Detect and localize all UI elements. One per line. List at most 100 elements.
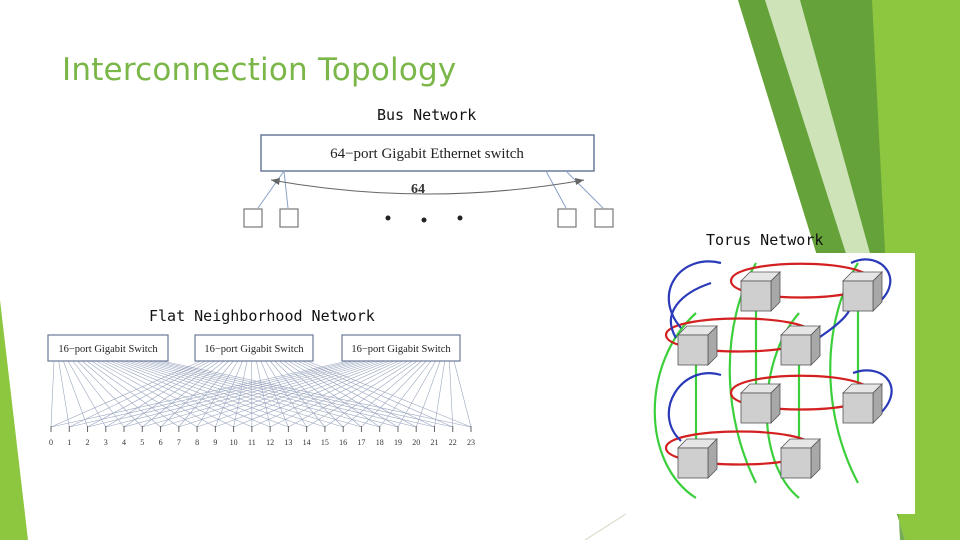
fnn-link [143, 360, 399, 428]
fnn-link [196, 360, 239, 428]
fnn-switch-label: 16−port Gigabit Switch [351, 344, 451, 355]
torus-node-cube [677, 325, 718, 366]
torus-caption: Torus Network [706, 231, 824, 249]
fnn-node-label: 1 [67, 438, 71, 447]
fnn-link [69, 360, 206, 428]
fnn-link [196, 360, 385, 428]
fnn-node-label: 21 [430, 438, 438, 447]
fnn-node-label: 10 [230, 438, 238, 447]
ellipsis-dot [385, 215, 391, 221]
fnn-node-label: 15 [321, 438, 329, 447]
torus-z-link [653, 312, 697, 499]
torus-y-link [667, 260, 722, 329]
fnn-node-label: 5 [140, 438, 144, 447]
torus-cubes [677, 271, 883, 479]
fnn-link [288, 360, 409, 428]
fnn-link [178, 360, 234, 428]
fnn-link [157, 360, 453, 428]
torus-node-cube [842, 383, 883, 424]
slide-title: Interconnection Topology [62, 52, 457, 88]
bus-network-caption: Bus Network [377, 106, 477, 124]
fnn-link [133, 360, 362, 428]
fnn-link [215, 360, 243, 428]
fnn-switch-box [341, 334, 461, 362]
bus-link [283, 170, 289, 209]
fnn-node-label: 16 [339, 438, 347, 447]
fnn-caption: Flat Neighborhood Network [149, 307, 375, 325]
fnn-switch-label: 16−port Gigabit Switch [58, 344, 158, 355]
fnn-link [297, 360, 435, 428]
fnn-link [288, 360, 399, 428]
fnn-switches: 16−port Gigabit Switch 16−port Gigabit Sw… [47, 334, 461, 362]
fnn-link [63, 360, 88, 428]
fnn-link [69, 360, 353, 428]
fnn-node-label: 12 [266, 438, 274, 447]
fnn-link [105, 360, 362, 428]
fnn-node-label: 13 [284, 438, 292, 447]
fnn-link [129, 360, 344, 428]
fnn-link [152, 360, 435, 428]
fnn-link [161, 360, 472, 428]
fnn-link [453, 360, 472, 428]
bus-node [594, 208, 614, 228]
fnn-link [269, 360, 326, 428]
bus-network-diagram: 64−port Gigabit Ethernet switch 64 [243, 134, 614, 228]
ellipsis-dot [421, 217, 427, 223]
fnn-node-label: 8 [195, 438, 199, 447]
torus-node-cube [740, 383, 781, 424]
fnn-link [233, 360, 248, 428]
fnn-link [178, 360, 381, 428]
fnn-link [265, 360, 307, 428]
fnn-link [415, 360, 441, 428]
fnn-node-label: 19 [394, 438, 402, 447]
torus-node-cube [780, 325, 821, 366]
fnn-node-label: 18 [376, 438, 384, 447]
fnn-link [342, 360, 422, 428]
fnn-switch-box [194, 334, 314, 362]
fnn-node-label: 14 [303, 438, 311, 447]
fnn-link [256, 360, 271, 428]
fnn-link [58, 360, 70, 428]
fnn-link [119, 360, 307, 428]
fnn-link [306, 360, 472, 428]
fnn-link [110, 360, 271, 428]
bus-count-label: 64 [411, 182, 425, 197]
ellipsis-dot [457, 215, 463, 221]
torus-y-link [667, 372, 722, 442]
fnn-link [434, 360, 446, 428]
fnn-link [379, 360, 432, 428]
arc-arrow-right [575, 178, 584, 185]
fnn-node-label: 2 [86, 438, 90, 447]
fnn-link [87, 360, 358, 428]
fnn-link [260, 360, 289, 428]
fnn-link [306, 360, 413, 428]
fnn-link [160, 360, 376, 428]
fnn-node-label: 6 [159, 438, 163, 447]
fnn-link [105, 360, 215, 428]
fnn-link [142, 360, 372, 428]
fnn-link [114, 360, 289, 428]
fnn-node-label: 0 [49, 438, 53, 447]
fnn-link [138, 360, 380, 428]
fnn-link [124, 360, 326, 428]
fnn-link [293, 360, 417, 428]
torus-y-link [669, 281, 712, 339]
bus-node [557, 208, 577, 228]
torus-node-cube [842, 271, 883, 312]
fnn-link [50, 360, 202, 428]
fnn-link [160, 360, 229, 428]
fnn-node-label: 23 [467, 438, 475, 447]
arc-arrow-left [271, 178, 280, 185]
fnn-link [233, 360, 395, 428]
fnn-link [72, 360, 125, 428]
fnn-link [361, 360, 427, 428]
fnn-link [274, 360, 344, 428]
bus-switch-box [260, 134, 595, 172]
bus-link [257, 170, 285, 209]
fnn-link [283, 360, 380, 428]
fnn-node-label: 22 [449, 438, 457, 447]
bus-link [565, 170, 604, 209]
fnn-node-label: 17 [357, 438, 365, 447]
